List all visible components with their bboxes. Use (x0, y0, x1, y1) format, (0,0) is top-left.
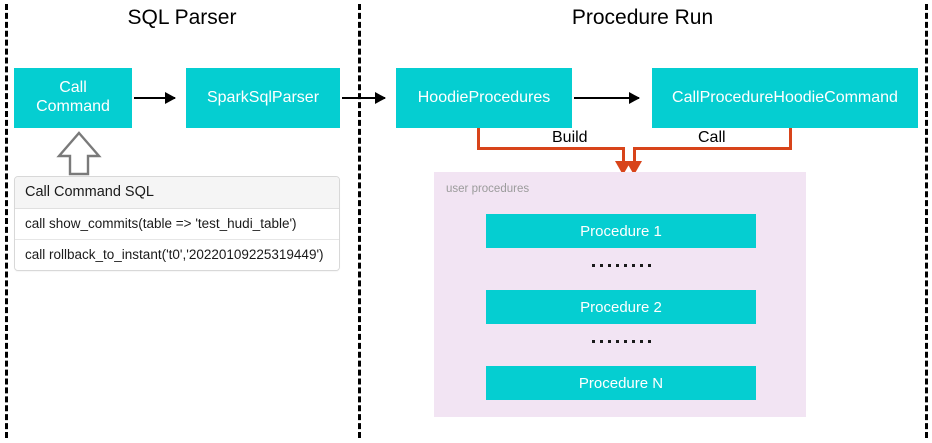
arrow-spark-sql-parser-to-hoodie-procedures (342, 92, 386, 104)
ellipsis-dot (599, 339, 603, 343)
arrowhead-call (626, 161, 642, 175)
ellipsis-dot (599, 263, 603, 267)
arrow-hoodie-procedures-to-call-procedure-hoodie-command (574, 92, 640, 104)
connector-build-drop (622, 147, 625, 163)
edge-label-build: Build (547, 129, 593, 147)
section-divider-left (5, 4, 8, 438)
ellipsis-dot (647, 339, 651, 343)
connector-build-horizontal (477, 147, 625, 150)
ellipsis-dot (639, 263, 643, 267)
hollow-up-arrow-icon (56, 131, 102, 176)
sql-table-row[interactable]: call rollback_to_instant('t0','202201092… (15, 240, 339, 270)
ellipsis-dot (615, 263, 619, 267)
sql-table-row[interactable]: call show_commits(table => 'test_hudi_ta… (15, 209, 339, 240)
connector-build-vertical (477, 128, 480, 150)
procedure-item[interactable]: Procedure N (486, 366, 756, 400)
ellipsis-dot (631, 339, 635, 343)
connector-call-vertical (789, 128, 792, 150)
sql-table-header: Call Command SQL (15, 177, 339, 209)
ellipsis-dots (486, 260, 756, 270)
arrow-call-command-to-spark-sql-parser (134, 92, 176, 104)
section-title-procedure-run: Procedure Run (571, 6, 714, 29)
call-command-sql-table: Call Command SQL call show_commits(table… (14, 176, 340, 271)
section-divider-right (925, 4, 928, 438)
user-procedures-caption: user procedures (446, 183, 530, 195)
user-procedures-panel: user procedures Procedure 1 Procedure 2 … (434, 172, 806, 417)
ellipsis-dot (647, 263, 651, 267)
ellipsis-dot (639, 339, 643, 343)
ellipsis-dot (607, 263, 611, 267)
ellipsis-dot (623, 339, 627, 343)
ellipsis-dot (615, 339, 619, 343)
node-call-procedure-hoodie-command[interactable]: CallProcedureHoodieCommand (652, 68, 918, 128)
node-hoodie-procedures[interactable]: HoodieProcedures (396, 68, 572, 128)
section-title-sql-parser: SQL Parser (127, 6, 237, 29)
procedure-item[interactable]: Procedure 2 (486, 290, 756, 324)
ellipsis-dot (631, 263, 635, 267)
procedure-item[interactable]: Procedure 1 (486, 214, 756, 248)
node-spark-sql-parser[interactable]: SparkSqlParser (186, 68, 340, 128)
ellipsis-dot (607, 339, 611, 343)
ellipsis-dot (623, 263, 627, 267)
connector-call-drop (633, 147, 636, 163)
section-divider-middle (358, 4, 361, 438)
ellipsis-dots (486, 336, 756, 346)
connector-call-horizontal (633, 147, 792, 150)
ellipsis-dot (591, 263, 595, 267)
edge-label-call: Call (693, 129, 731, 147)
node-call-command[interactable]: Call Command (14, 68, 132, 128)
ellipsis-dot (591, 339, 595, 343)
